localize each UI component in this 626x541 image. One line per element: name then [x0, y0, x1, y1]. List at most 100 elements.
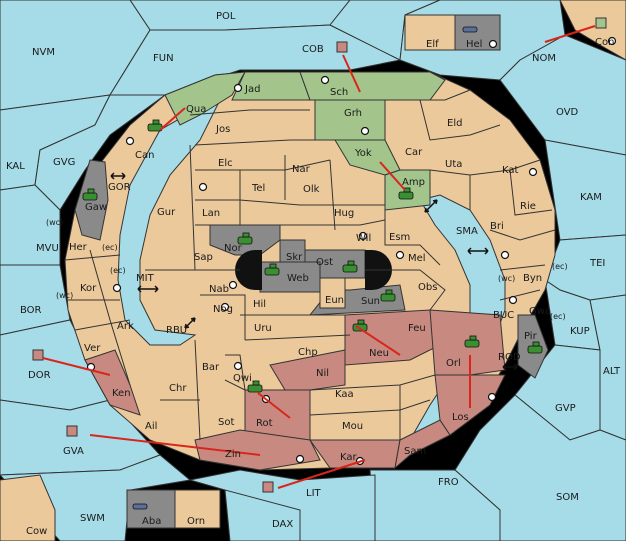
- label-wil: Wil: [356, 233, 371, 244]
- province-sam[interactable]: [394, 419, 451, 470]
- units[interactable]: [32, 17, 607, 510]
- label-rbu: RBU: [166, 325, 187, 336]
- label-som: SOM: [556, 492, 579, 503]
- label-gor: GOR: [108, 182, 131, 193]
- label-mit: MIT: [136, 273, 155, 284]
- label-ail: Ail: [145, 421, 157, 432]
- label-mvu: MVU: [36, 243, 59, 254]
- label-nar: Nar: [292, 164, 311, 175]
- province-grh[interactable]: [314, 99, 386, 141]
- order-arrows: [42, 25, 596, 489]
- label-bar: Bar: [202, 362, 220, 373]
- build-marker-cob[interactable]: [336, 41, 348, 53]
- label-jos: Jos: [215, 124, 230, 135]
- label-ovd: OVD: [556, 107, 579, 118]
- label-esm: Esm: [389, 232, 410, 243]
- province-kam[interactable]: [544, 139, 626, 241]
- label-cow: Cow: [26, 526, 47, 537]
- label-pol: POL: [216, 11, 236, 22]
- province-mit[interactable]: [117, 99, 222, 346]
- label-ec4: (ec): [550, 312, 566, 321]
- army-unit-orl: [464, 335, 480, 348]
- label-feu: Feu: [408, 323, 426, 334]
- label-obs: Obs: [418, 282, 437, 293]
- label-rie: Rie: [520, 201, 536, 212]
- build-marker-gva[interactable]: [66, 425, 78, 437]
- army-unit-pir: [527, 341, 543, 354]
- army-unit-ost: [342, 260, 358, 273]
- label-chr: Chr: [169, 383, 187, 394]
- label-her: Her: [69, 242, 88, 253]
- label-olk: Olk: [303, 184, 320, 195]
- build-marker-dor[interactable]: [32, 349, 44, 361]
- label-gaw: Gaw: [85, 202, 107, 213]
- label-sch: Sch: [330, 87, 348, 98]
- label-swm: SWM: [80, 513, 105, 524]
- label-qua: Qua: [186, 104, 206, 115]
- label-nor: Nor: [224, 243, 243, 254]
- label-amp: Amp: [402, 177, 425, 188]
- label-cob: COB: [302, 44, 324, 55]
- label-skr: Skr: [286, 252, 303, 263]
- label-ver: Ver: [84, 343, 101, 354]
- label-elc: Elc: [218, 158, 233, 169]
- label-ost: Ost: [316, 257, 333, 268]
- label-wc1: (wc): [46, 218, 63, 227]
- label-dax: DAX: [272, 519, 293, 530]
- label-jad: Jad: [244, 84, 260, 95]
- label-nog: Nog: [213, 304, 233, 315]
- label-sma: SMA: [456, 226, 478, 237]
- label-rot: Rot: [256, 418, 273, 429]
- label-hug: Hug: [334, 208, 354, 219]
- label-buc: BUC: [493, 310, 514, 321]
- label-wc2: (wc): [498, 274, 515, 283]
- label-fun: FUN: [153, 53, 174, 64]
- label-uta: Uta: [445, 159, 462, 170]
- label-nab: Nab: [209, 284, 229, 295]
- build-marker-lit[interactable]: [262, 481, 274, 493]
- province-sch[interactable]: [299, 71, 446, 101]
- label-car: Car: [405, 147, 423, 158]
- label-alt: ALT: [603, 366, 621, 377]
- label-kat: Kat: [502, 165, 519, 176]
- province-jad[interactable]: [231, 71, 311, 101]
- province-eun[interactable]: [319, 277, 346, 309]
- label-pir: Pir: [524, 331, 538, 342]
- label-can: Can: [135, 150, 154, 161]
- label-sun: Sun: [361, 296, 380, 307]
- label-web: Web: [287, 273, 309, 284]
- label-mou: Mou: [342, 421, 363, 432]
- label-wc3: (wc): [56, 291, 73, 300]
- label-aba: Aba: [142, 516, 161, 527]
- province-nil[interactable]: [269, 349, 346, 391]
- label-sot: Sot: [218, 417, 234, 428]
- province-zin[interactable]: [194, 429, 321, 471]
- province-som[interactable]: [454, 394, 626, 541]
- province-ken[interactable]: [84, 349, 141, 416]
- army-unit-nor: [237, 232, 253, 245]
- label-bor: BOR: [20, 305, 42, 316]
- build-marker-con[interactable]: [595, 17, 607, 29]
- province-cow[interactable]: [0, 474, 56, 541]
- fleet-unit-aba: [132, 503, 148, 510]
- label-ec2: (ec): [110, 266, 126, 275]
- label-yok: Yok: [354, 148, 372, 159]
- label-lit: LIT: [306, 488, 322, 499]
- label-gva: GVA: [63, 446, 84, 457]
- province-dax[interactable]: [224, 489, 301, 541]
- label-orn: Orn: [187, 516, 205, 527]
- fleet-unit-hel: [462, 26, 478, 33]
- label-ec1: (ec): [102, 243, 118, 252]
- province-orn[interactable]: [174, 489, 221, 529]
- label-mel: Mel: [408, 253, 426, 264]
- label-chp: Chp: [298, 347, 318, 358]
- label-ec3: (ec): [552, 262, 568, 271]
- label-neu: Neu: [369, 348, 389, 359]
- province-con[interactable]: [559, 0, 626, 61]
- province-mvu[interactable]: [0, 184, 61, 266]
- province-qua[interactable]: [164, 71, 246, 126]
- label-tel: Tel: [251, 183, 265, 194]
- label-nvm: NVM: [32, 47, 55, 58]
- army-unit-web: [264, 263, 280, 276]
